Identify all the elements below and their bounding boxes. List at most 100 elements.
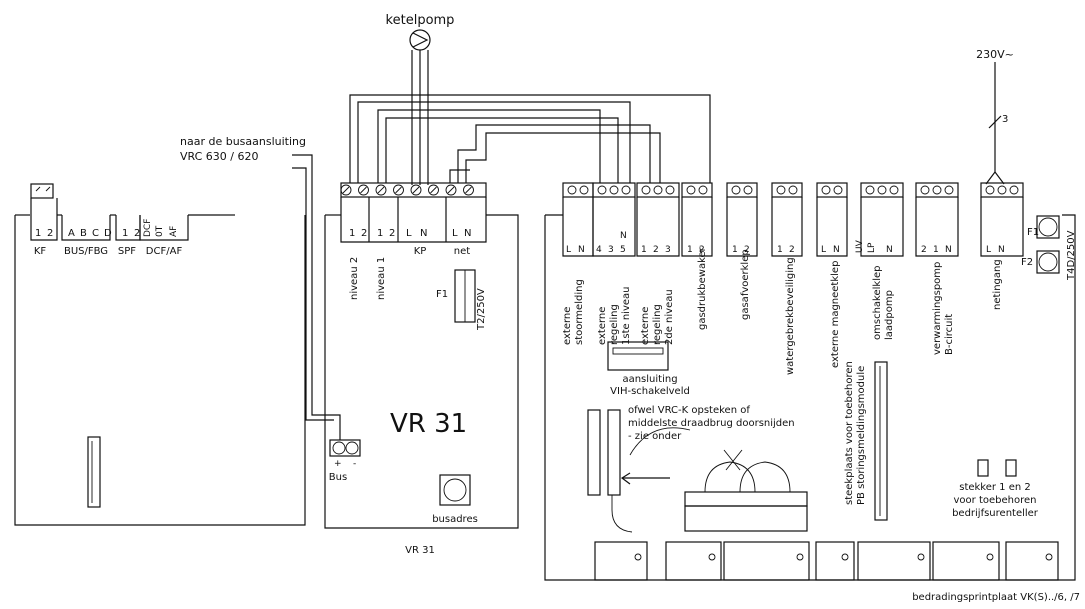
- vr31-terminal-label: 1: [349, 228, 355, 239]
- terminal-slot: [465, 186, 472, 194]
- main-board: [544, 214, 1076, 581]
- connector-label1: aansluiting: [622, 374, 677, 385]
- terminal-screw: [743, 185, 753, 195]
- left-terminal-label: A: [68, 228, 75, 239]
- fuse-f2-label: F2: [1021, 257, 1033, 268]
- terminal-housing: [816, 197, 848, 257]
- bottom-connector: [815, 541, 855, 581]
- terminal-screw: [375, 184, 387, 196]
- vr31-group-label: niveau 1: [376, 257, 387, 300]
- main-terminal-label: 2: [789, 245, 795, 255]
- vr31-terminal-label: 1: [377, 228, 383, 239]
- main-terminal-label: 3: [665, 245, 671, 255]
- terminal-screw: [579, 185, 589, 195]
- main-terminal-label: 2: [653, 245, 659, 255]
- main-terminal-label: L: [821, 245, 826, 255]
- terminal-screw: [865, 185, 875, 195]
- bus-note-line1: naar de busaansluiting: [180, 135, 306, 148]
- function-label: 2de niveau: [664, 289, 675, 345]
- bottom-connector: [723, 541, 810, 581]
- terminal-screw: [985, 185, 995, 195]
- terminal-screw: [463, 184, 474, 196]
- plug-line2: voor toebehoren: [954, 495, 1037, 506]
- note-line2: middelste draadbrug doorsnijden: [628, 418, 795, 429]
- terminal-screw: [1009, 185, 1019, 195]
- main-terminal-label: 3: [608, 245, 614, 255]
- function-label: laadpomp: [884, 290, 895, 340]
- main-terminal-label: 4: [596, 245, 602, 255]
- function-label: gasdrukbewaker: [697, 246, 708, 330]
- terminal-housing: [980, 197, 1024, 257]
- left-terminal-label: B: [80, 228, 87, 239]
- vr31-terminal-label: N: [420, 228, 427, 239]
- left-terminal-label: 1: [122, 228, 128, 239]
- terminal-block: [562, 182, 594, 198]
- function-label: B-circuit: [944, 314, 955, 355]
- terminal-housing: [771, 197, 803, 257]
- terminal-block: [726, 182, 758, 198]
- main-terminal-label: N: [945, 245, 952, 255]
- left-terminal-label: AF: [169, 226, 179, 237]
- left-terminal-label: D: [104, 228, 112, 239]
- main-terminal-label: 1: [641, 245, 647, 255]
- left-terminal-label: 1: [35, 228, 41, 239]
- main-terminal-label: N: [578, 245, 585, 255]
- ground-symbol: [708, 553, 716, 561]
- terminal-housing: [726, 197, 758, 257]
- terminal-screw: [944, 185, 954, 195]
- bottom-connectors: [594, 541, 1059, 581]
- terminal-housing: [636, 197, 680, 257]
- terminal-housing: [860, 197, 904, 257]
- terminal-screw: [889, 185, 899, 195]
- left-group-label: BUS/FBG: [64, 246, 108, 257]
- terminal-screw: [997, 185, 1007, 195]
- main-terminal-label: L: [566, 245, 571, 255]
- bottom-connector: [932, 541, 1000, 581]
- function-label: netingang: [992, 259, 1003, 310]
- function-label: regeling: [609, 304, 620, 345]
- terminal-block: [816, 182, 848, 198]
- terminal-screw: [788, 185, 798, 195]
- vr31-terminal-label: N: [464, 228, 471, 239]
- terminal-screw: [920, 185, 930, 195]
- connector-label2: VIH-schakelveld: [610, 386, 690, 397]
- main-terminal-label: N: [886, 245, 893, 255]
- main-terminal-label: L: [986, 245, 991, 255]
- power-count: 3: [1002, 114, 1008, 125]
- terminal-slot: [342, 186, 350, 194]
- terminal-block: [636, 182, 680, 198]
- function-label: gasafvoerklep: [740, 249, 751, 320]
- bus-note-line2: VRC 630 / 620: [180, 150, 259, 163]
- main-terminal-label: N: [620, 231, 627, 241]
- main-board-caption: bedradingsprintplaat VK(S)../6, /7: [912, 592, 1080, 603]
- interconnect-wires: [349, 94, 711, 183]
- bottom-connector: [1005, 541, 1059, 581]
- power-label: 230V~: [976, 48, 1014, 61]
- vr31-caption: VR 31: [405, 545, 435, 556]
- function-label: externe: [562, 307, 573, 345]
- pump-label: ketelpomp: [386, 13, 455, 28]
- pump-symbol: [409, 29, 431, 185]
- terminal-screw: [567, 185, 577, 195]
- bus-label: Bus: [329, 472, 347, 483]
- left-terminal-label: DCF: [143, 219, 153, 237]
- function-label: externe: [640, 307, 651, 345]
- bus-address-label: busadres: [432, 514, 478, 525]
- terminal-block: [592, 182, 636, 198]
- terminal-block: [681, 182, 713, 198]
- ground-symbol: [796, 553, 804, 561]
- left-terminal-label: 0T: [155, 225, 165, 237]
- terminal-slot: [412, 186, 420, 194]
- function-label: stoormelding: [574, 279, 585, 345]
- main-terminal-label: 2: [921, 245, 927, 255]
- vr31-terminal-label: 2: [361, 228, 367, 239]
- terminal-block: [915, 182, 959, 198]
- left-terminal-label: C: [92, 228, 99, 239]
- main-terminal-label: 1: [777, 245, 783, 255]
- terminal-housing: [592, 197, 636, 257]
- terminal-housing: [681, 197, 713, 257]
- main-terminal-label: 2: [699, 245, 705, 255]
- bus-minus: -: [353, 459, 356, 469]
- left-terminal-label: 2: [134, 228, 140, 239]
- terminal-screw: [340, 184, 352, 196]
